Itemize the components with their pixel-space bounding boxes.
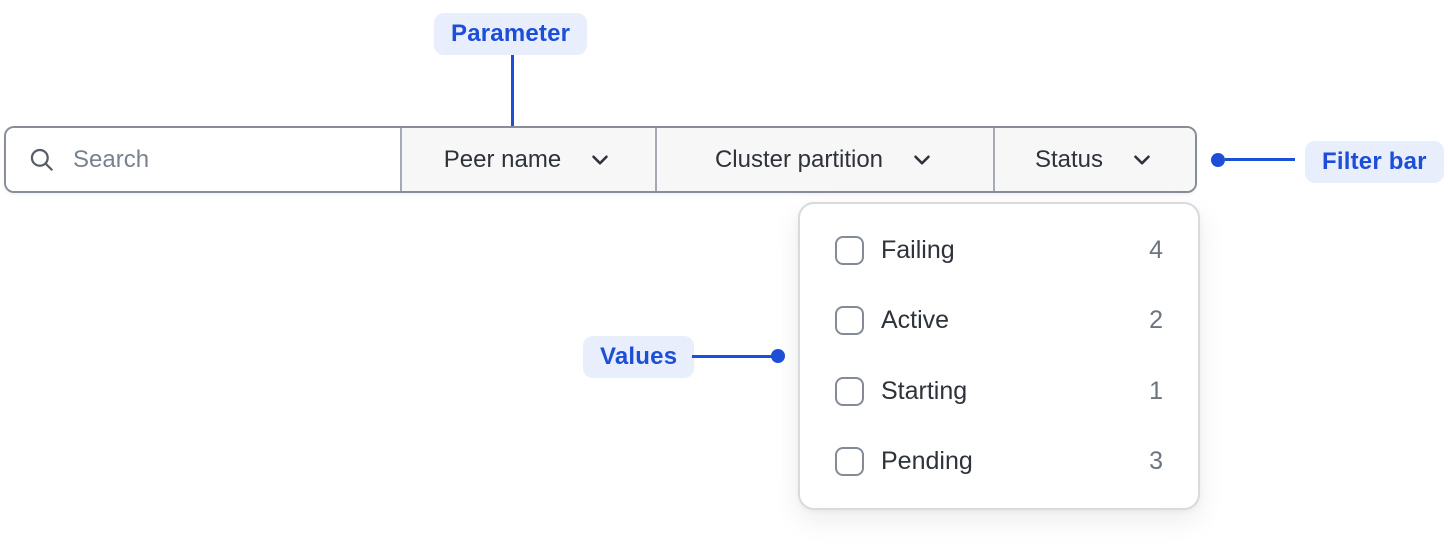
values-connector-dot bbox=[771, 349, 785, 363]
option-count: 3 bbox=[1149, 447, 1163, 476]
dropdown-cluster-partition[interactable]: Cluster partition bbox=[655, 128, 993, 191]
filter-bar-connector-line bbox=[1225, 158, 1295, 161]
checkbox-starting[interactable] bbox=[835, 376, 864, 406]
option-row-starting[interactable]: Starting 1 bbox=[835, 367, 1163, 415]
checkbox-failing[interactable] bbox=[835, 235, 864, 265]
search-icon bbox=[30, 148, 53, 171]
parameter-connector-line bbox=[511, 55, 514, 135]
dropdown-status-label: Status bbox=[1034, 145, 1104, 173]
annotation-filter-bar-badge: Filter bar bbox=[1305, 141, 1444, 183]
chevron-down-icon bbox=[592, 154, 609, 165]
values-connector-line bbox=[692, 355, 772, 358]
checkbox-active[interactable] bbox=[835, 306, 864, 336]
search-field[interactable] bbox=[6, 128, 400, 191]
checkbox-pending[interactable] bbox=[835, 447, 864, 477]
option-row-pending[interactable]: Pending 3 bbox=[835, 438, 1163, 486]
search-input[interactable] bbox=[73, 145, 373, 174]
dropdown-status[interactable]: Status bbox=[993, 128, 1195, 191]
option-count: 1 bbox=[1149, 376, 1163, 405]
option-label: Failing bbox=[881, 235, 955, 264]
option-label: Starting bbox=[881, 376, 968, 405]
filter-bar-connector-dot bbox=[1211, 153, 1225, 167]
dropdown-peer-name[interactable]: Peer name bbox=[400, 128, 655, 191]
filter-bar: Peer name Cluster partition Status bbox=[4, 126, 1197, 193]
option-count: 2 bbox=[1149, 306, 1163, 335]
annotation-values-badge: Values bbox=[583, 336, 695, 378]
option-row-active[interactable]: Active 2 bbox=[835, 297, 1163, 345]
option-row-failing[interactable]: Failing 4 bbox=[835, 226, 1163, 274]
chevron-down-icon bbox=[914, 154, 930, 165]
dropdown-cluster-partition-label: Cluster partition bbox=[714, 145, 884, 173]
dropdown-peer-name-label: Peer name bbox=[443, 145, 562, 173]
option-label: Pending bbox=[881, 447, 973, 476]
annotation-parameter-badge: Parameter bbox=[434, 13, 588, 55]
option-label: Active bbox=[881, 306, 950, 335]
chevron-down-icon bbox=[1134, 154, 1150, 165]
status-dropdown-panel: Failing 4 Active 2 Starting 1 Pending 3 bbox=[798, 202, 1200, 510]
option-count: 4 bbox=[1149, 235, 1163, 264]
